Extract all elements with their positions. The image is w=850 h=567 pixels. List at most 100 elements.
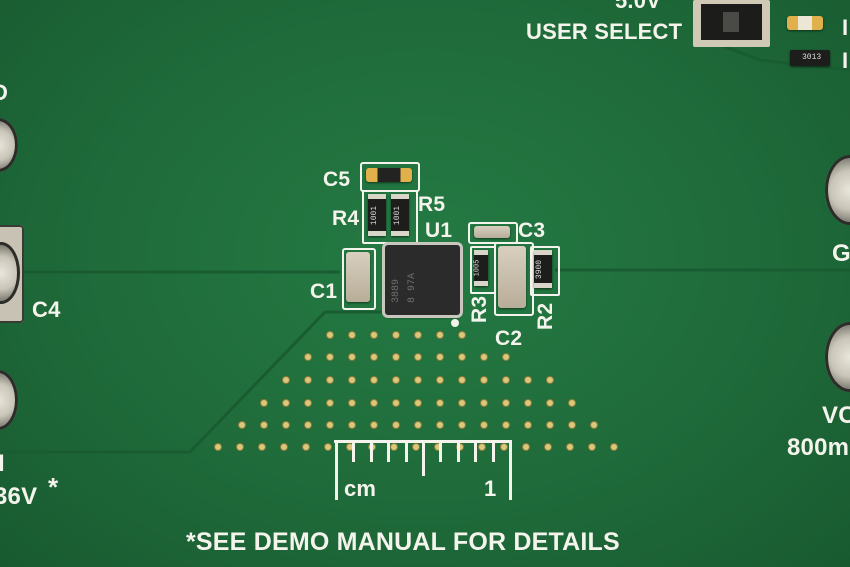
label-u1: U1 (425, 219, 453, 242)
via (437, 422, 443, 428)
user-select-label: USER SELECT (526, 19, 683, 44)
via (393, 422, 399, 428)
via (347, 444, 353, 450)
via (283, 422, 289, 428)
r4-r5-outline (362, 190, 418, 244)
top-resistor: 3013 (790, 50, 830, 66)
via (349, 377, 355, 383)
r3-end-top (474, 250, 488, 255)
via (547, 377, 553, 383)
ic-pin1-dot (451, 319, 459, 327)
via (393, 400, 399, 406)
via (261, 422, 267, 428)
via (261, 400, 267, 406)
right-edge-label-2: I (842, 48, 849, 73)
via (611, 444, 617, 450)
via (305, 377, 311, 383)
resistor-r4: 1001 (368, 194, 386, 236)
top-resistor-code: 3013 (802, 53, 822, 62)
r2-end-top (534, 250, 552, 255)
via (283, 377, 289, 383)
via (437, 332, 443, 338)
ruler-tick (404, 440, 408, 462)
via (415, 422, 421, 428)
left-asterisk: * (48, 472, 59, 502)
via (459, 377, 465, 383)
via (545, 444, 551, 450)
via (327, 422, 333, 428)
ruler-tick (439, 440, 443, 462)
c2-outline (494, 242, 534, 316)
via (589, 444, 595, 450)
via (413, 444, 419, 450)
via (349, 332, 355, 338)
resistor-r3: 1005 (473, 250, 488, 286)
r4-code: 1001 (370, 205, 380, 226)
via (459, 332, 465, 338)
cap-c1 (346, 252, 370, 302)
via (327, 400, 333, 406)
via (415, 377, 421, 383)
r3-code: 1005 (473, 259, 482, 277)
via (437, 354, 443, 360)
ruler-tick (491, 440, 495, 462)
via (481, 354, 487, 360)
via (349, 354, 355, 360)
via (281, 444, 287, 450)
via (349, 400, 355, 406)
r4-end-top (368, 194, 386, 199)
via (371, 354, 377, 360)
left-voltage-label: 36V (0, 483, 38, 510)
via (415, 400, 421, 406)
via (305, 400, 311, 406)
via (479, 444, 485, 450)
label-r5: R5 (418, 193, 446, 216)
label-c5: C5 (323, 168, 351, 191)
via (523, 444, 529, 450)
via (327, 332, 333, 338)
r4-end-bottom (368, 231, 386, 236)
via (525, 400, 531, 406)
via (349, 422, 355, 428)
label-c3: C3 (518, 219, 546, 242)
cap-c3 (474, 226, 510, 238)
via (415, 354, 421, 360)
via (239, 422, 245, 428)
via (325, 444, 331, 450)
via (371, 400, 377, 406)
ic-u1: 3889 8 97A (385, 245, 460, 327)
via (569, 400, 575, 406)
via (459, 400, 465, 406)
footer-note: *SEE DEMO MANUAL FOR DETAILS (186, 528, 620, 556)
via (435, 444, 441, 450)
via (503, 400, 509, 406)
led-1 (787, 16, 823, 30)
terminal-mid-left (0, 242, 20, 304)
ic-marking-2: 8 97A (407, 272, 418, 303)
label-r3: R3 (468, 295, 491, 323)
ruler-tick (509, 440, 512, 500)
r5-end-bottom (391, 231, 409, 236)
via (591, 422, 597, 428)
trace-diagonal (0, 310, 385, 454)
via (215, 444, 221, 450)
via (503, 377, 509, 383)
label-c1: C1 (310, 280, 338, 303)
right-vo-label: VC (822, 402, 850, 429)
trace-lines (0, 43, 850, 454)
via (259, 444, 265, 450)
jumper-header[interactable] (693, 0, 770, 47)
resistor-r5: 1001 (391, 194, 409, 236)
ruler-tick (474, 440, 478, 462)
ruler-tick (387, 440, 391, 462)
r5-code: 1001 (393, 205, 403, 226)
top-voltage-label: 5.0V (615, 0, 662, 13)
via (327, 377, 333, 383)
via (567, 444, 573, 450)
top-left-partial-label: D (0, 80, 8, 106)
via (391, 444, 397, 450)
resistor-r2: 3900 (534, 250, 552, 288)
via (415, 332, 421, 338)
ruler-tick (456, 440, 460, 462)
